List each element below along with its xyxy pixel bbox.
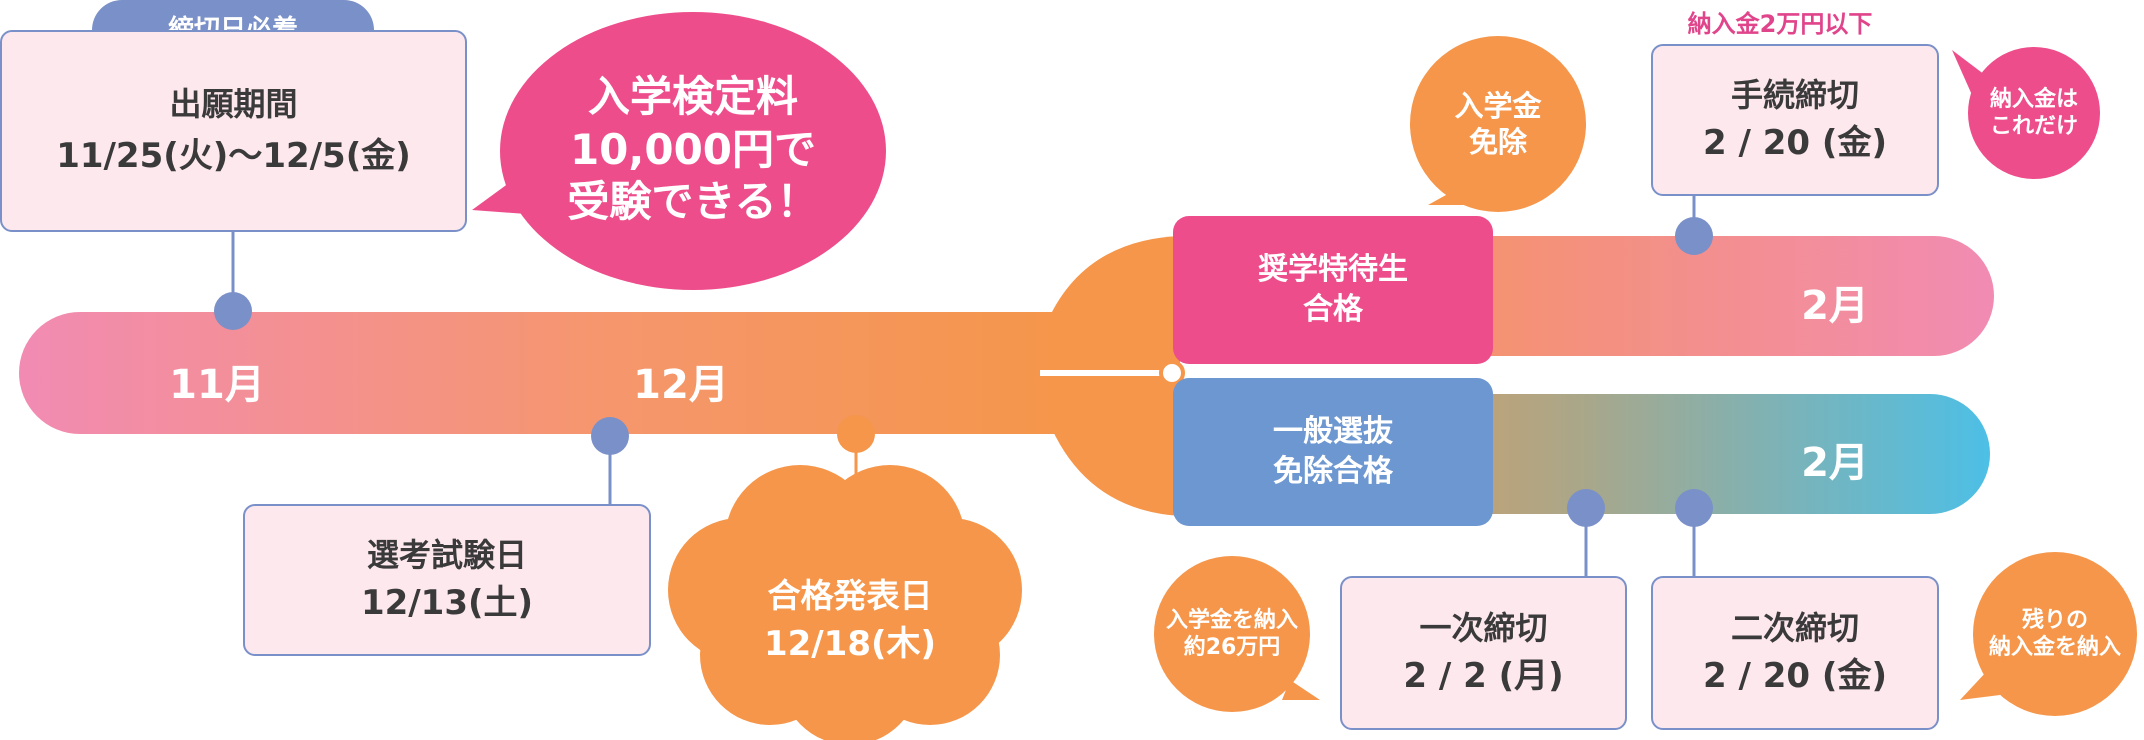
month-label-feb-lower: 2月: [1801, 440, 1869, 486]
admission-fee-bubble: [1154, 556, 1310, 712]
results-dot: [837, 415, 875, 453]
only-payment-line-2: これだけ: [1989, 114, 2078, 139]
exemption-line-1: 入学金: [1454, 88, 1542, 123]
month-label-dec: 12月: [633, 362, 729, 408]
exam-card: 選考試験日 12/13(土): [243, 504, 651, 656]
scholarship-pass-label: 奨学特待生 合格: [1173, 216, 1493, 364]
scholarship-pill: [1173, 216, 1493, 364]
results-title: 合格発表日: [767, 576, 933, 615]
main-timeline-band: [19, 312, 1070, 434]
application-dates: 11/25(火)〜12/5(金): [56, 136, 411, 176]
second-deadline-date: 2 / 20 (金): [1703, 656, 1887, 696]
exam-title: 選考試験日: [366, 536, 527, 574]
remaining-line-2: 納入金を納入: [1988, 635, 2121, 660]
application-title: 出願期間: [169, 85, 298, 123]
procedure-date: 2 / 20 (金): [1703, 123, 1887, 163]
first-deadline-dot: [1567, 489, 1605, 527]
exam-dot: [591, 417, 629, 455]
exemption-bubble: [1410, 36, 1586, 212]
general-line-2: 免除合格: [1273, 454, 1393, 489]
second-deadline-card: 二次締切 2 / 20 (金): [1651, 576, 1939, 730]
second-deadline-title: 二次締切: [1730, 609, 1859, 647]
remaining-line-1: 残りの: [2021, 607, 2088, 633]
only-payment-bubble: [1968, 47, 2100, 179]
results-cloud: [668, 465, 1022, 740]
fee-bubble: [500, 12, 886, 290]
month-label-nov: 11月: [169, 362, 265, 408]
general-line-1: 一般選抜: [1273, 414, 1393, 449]
exemption-bubble-text: 入学金 免除: [1410, 76, 1586, 172]
scholarship-line-2: 合格: [1303, 292, 1363, 327]
fee-line-3: 受験できる！: [567, 177, 819, 227]
remaining-text: 残りの 納入金を納入: [1970, 596, 2140, 672]
only-payment-line-1: 納入金は: [1989, 86, 2078, 112]
procedure-dot: [1675, 217, 1713, 255]
procedure-note: 納入金2万円以下: [1687, 10, 1873, 38]
remaining-bubble: [1973, 552, 2137, 716]
scholarship-line-1: 奨学特待生: [1258, 252, 1408, 287]
exemption-line-2: 免除: [1468, 125, 1527, 159]
first-deadline-title: 一次締切: [1419, 609, 1548, 647]
only-payment-text: 納入金は これだけ: [1968, 80, 2100, 146]
fork-node: [1159, 360, 1185, 386]
admission-fee-text: 入学金を納入 約26万円: [1154, 596, 1310, 672]
general-pass-label: 一般選抜 免除合格: [1173, 378, 1493, 526]
admission-fee-line-2: 約26万円: [1183, 635, 1281, 660]
first-deadline-date: 2 / 2 (月): [1403, 656, 1564, 696]
general-pill: [1173, 378, 1493, 526]
procedure-card: 手続締切 2 / 20 (金): [1651, 44, 1939, 196]
results-date: 12/18(木): [763, 624, 937, 664]
fee-bubble-text: 入学検定料 10,000円で 受験できる！: [520, 50, 866, 250]
application-dot: [214, 292, 252, 330]
month-label-feb-upper: 2月: [1801, 283, 1869, 329]
exam-date: 12/13(土): [360, 583, 534, 623]
admission-fee-line-1: 入学金を納入: [1165, 607, 1298, 633]
first-deadline-card: 一次締切 2 / 2 (月): [1340, 576, 1627, 730]
fee-line-1: 入学検定料: [587, 72, 798, 122]
procedure-title: 手続締切: [1730, 76, 1859, 114]
application-card: 出願期間 11/25(火)〜12/5(金): [0, 30, 467, 232]
fee-line-2: 10,000円で: [569, 124, 817, 174]
results-text: 合格発表日 12/18(木): [720, 560, 980, 680]
second-deadline-dot: [1675, 489, 1713, 527]
